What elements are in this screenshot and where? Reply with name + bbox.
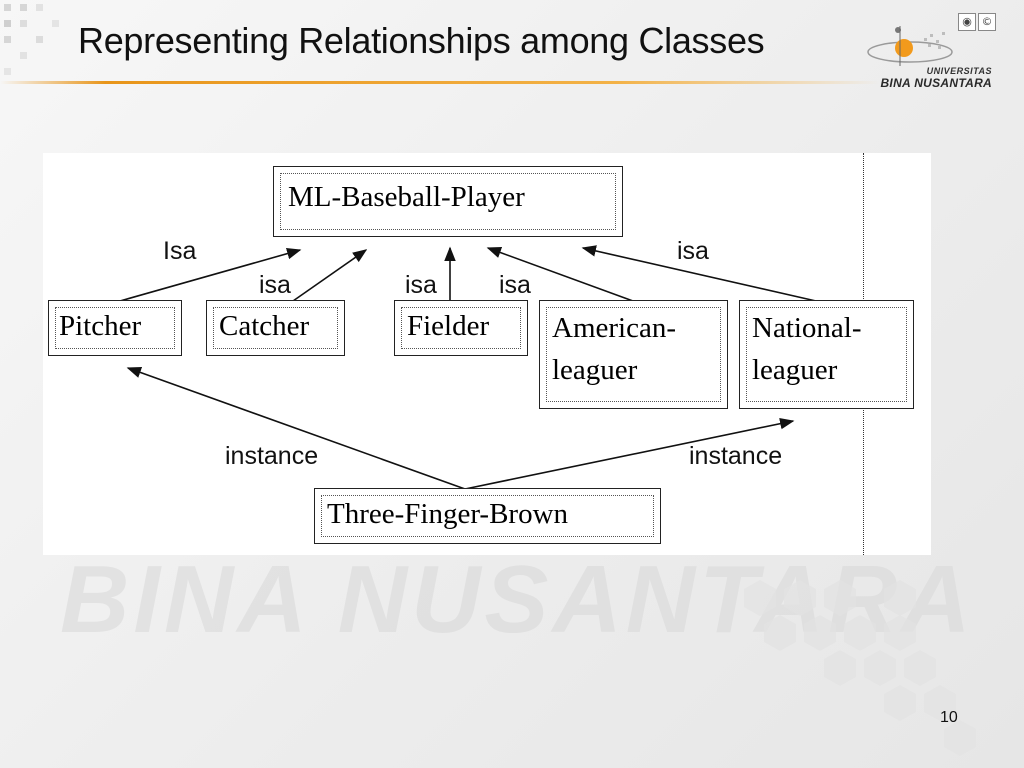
edge-instance-pitcher <box>126 366 466 490</box>
node-label: National-leaguer <box>752 312 862 386</box>
logo-emblem-icon <box>867 26 953 66</box>
node-ml-baseball-player: ML-Baseball-Player <box>273 166 623 237</box>
node-label: Pitcher <box>59 310 142 342</box>
edge-pitcher-isa <box>119 247 302 302</box>
node-catcher: Catcher <box>206 300 345 356</box>
corner-decoration <box>0 0 70 80</box>
diagram-panel: ML-Baseball-Player Pitcher Catcher Field… <box>43 153 931 555</box>
title-underline <box>0 81 880 84</box>
node-label: ML-Baseball-Player <box>288 181 525 213</box>
edge-label-american-isa: isa <box>499 271 531 299</box>
camera-icon[interactable]: ◉ <box>958 13 976 31</box>
logo-line-bina-nusantara: BINA NUSANTARA <box>880 76 992 90</box>
node-fielder: Fielder <box>394 300 528 356</box>
edge-national-isa <box>581 245 817 302</box>
edge-label-catcher-isa: isa <box>259 271 291 299</box>
edge-label-pitcher-isa: Isa <box>163 237 197 265</box>
logo-line-universitas: UNIVERSITAS <box>926 66 992 76</box>
edge-label-national-isa: isa <box>677 237 709 265</box>
page-number: 10 <box>940 709 958 726</box>
node-three-finger-brown: Three-Finger-Brown <box>314 488 661 544</box>
hexagon-pattern <box>744 580 976 756</box>
node-label: Fielder <box>407 310 490 342</box>
edge-label-instance-national: instance <box>689 442 783 470</box>
node-label: Catcher <box>219 310 310 342</box>
node-national-leaguer: National-leaguer <box>739 300 914 409</box>
edge-american-isa <box>486 247 634 302</box>
edge-label-instance-pitcher: instance <box>225 442 319 470</box>
node-label: American-leaguer <box>552 312 676 386</box>
copy-icon[interactable]: © <box>978 13 996 31</box>
node-american-leaguer: American-leaguer <box>539 300 728 409</box>
slide-title: Representing Relationships among Classes <box>78 20 765 61</box>
node-label: Three-Finger-Brown <box>327 498 569 530</box>
university-logo: UNIVERSITAS BINA NUSANTARA <box>858 18 1008 96</box>
node-pitcher: Pitcher <box>48 300 182 356</box>
edge-catcher-isa <box>292 249 368 302</box>
diagram-edges <box>119 245 817 490</box>
edge-label-fielder-isa: isa <box>405 271 437 299</box>
slide-controls: ◉© <box>958 12 998 31</box>
edge-instance-national <box>464 417 795 490</box>
